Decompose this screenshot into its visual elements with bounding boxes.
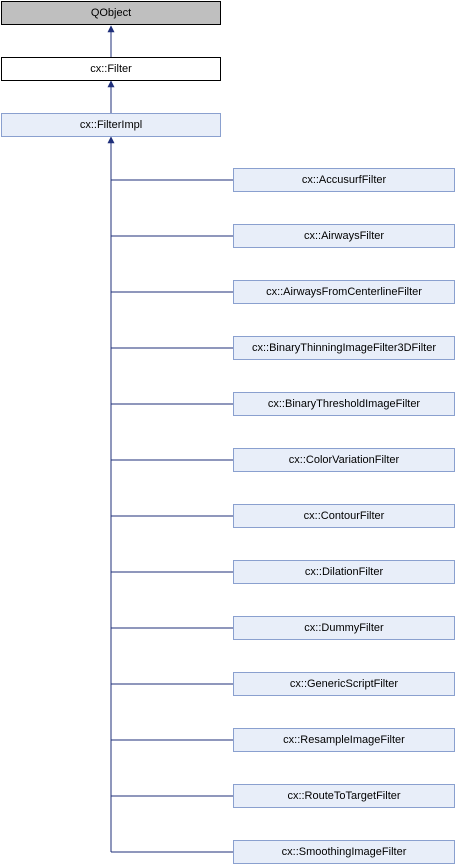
node-cx-dilationfilter[interactable]: cx::DilationFilter xyxy=(233,560,455,584)
node-cx-colorvariationfilter[interactable]: cx::ColorVariationFilter xyxy=(233,448,455,472)
node-cx-contourfilter[interactable]: cx::ContourFilter xyxy=(233,504,455,528)
node-cx-resampleimagefilter[interactable]: cx::ResampleImageFilter xyxy=(233,728,455,752)
node-cx-smoothingimagefilter[interactable]: cx::SmoothingImageFilter xyxy=(233,840,455,864)
node-cx-filter[interactable]: cx::Filter xyxy=(1,57,221,81)
node-cx-accusurffilter[interactable]: cx::AccusurfFilter xyxy=(233,168,455,192)
node-cx-airwaysfilter[interactable]: cx::AirwaysFilter xyxy=(233,224,455,248)
node-cx-airwaysfromcenterlinefilter[interactable]: cx::AirwaysFromCenterlineFilter xyxy=(233,280,455,304)
node-qobject[interactable]: QObject xyxy=(1,1,221,25)
node-cx-dummyfilter[interactable]: cx::DummyFilter xyxy=(233,616,455,640)
node-cx-filterimpl[interactable]: cx::FilterImpl xyxy=(1,113,221,137)
node-cx-routetotargetfilter[interactable]: cx::RouteToTargetFilter xyxy=(233,784,455,808)
node-cx-binarythresholdimagefilter[interactable]: cx::BinaryThresholdImageFilter xyxy=(233,392,455,416)
node-cx-binarythinningimagefilter3dfilter[interactable]: cx::BinaryThinningImageFilter3DFilter xyxy=(233,336,455,360)
node-cx-genericscriptfilter[interactable]: cx::GenericScriptFilter xyxy=(233,672,455,696)
